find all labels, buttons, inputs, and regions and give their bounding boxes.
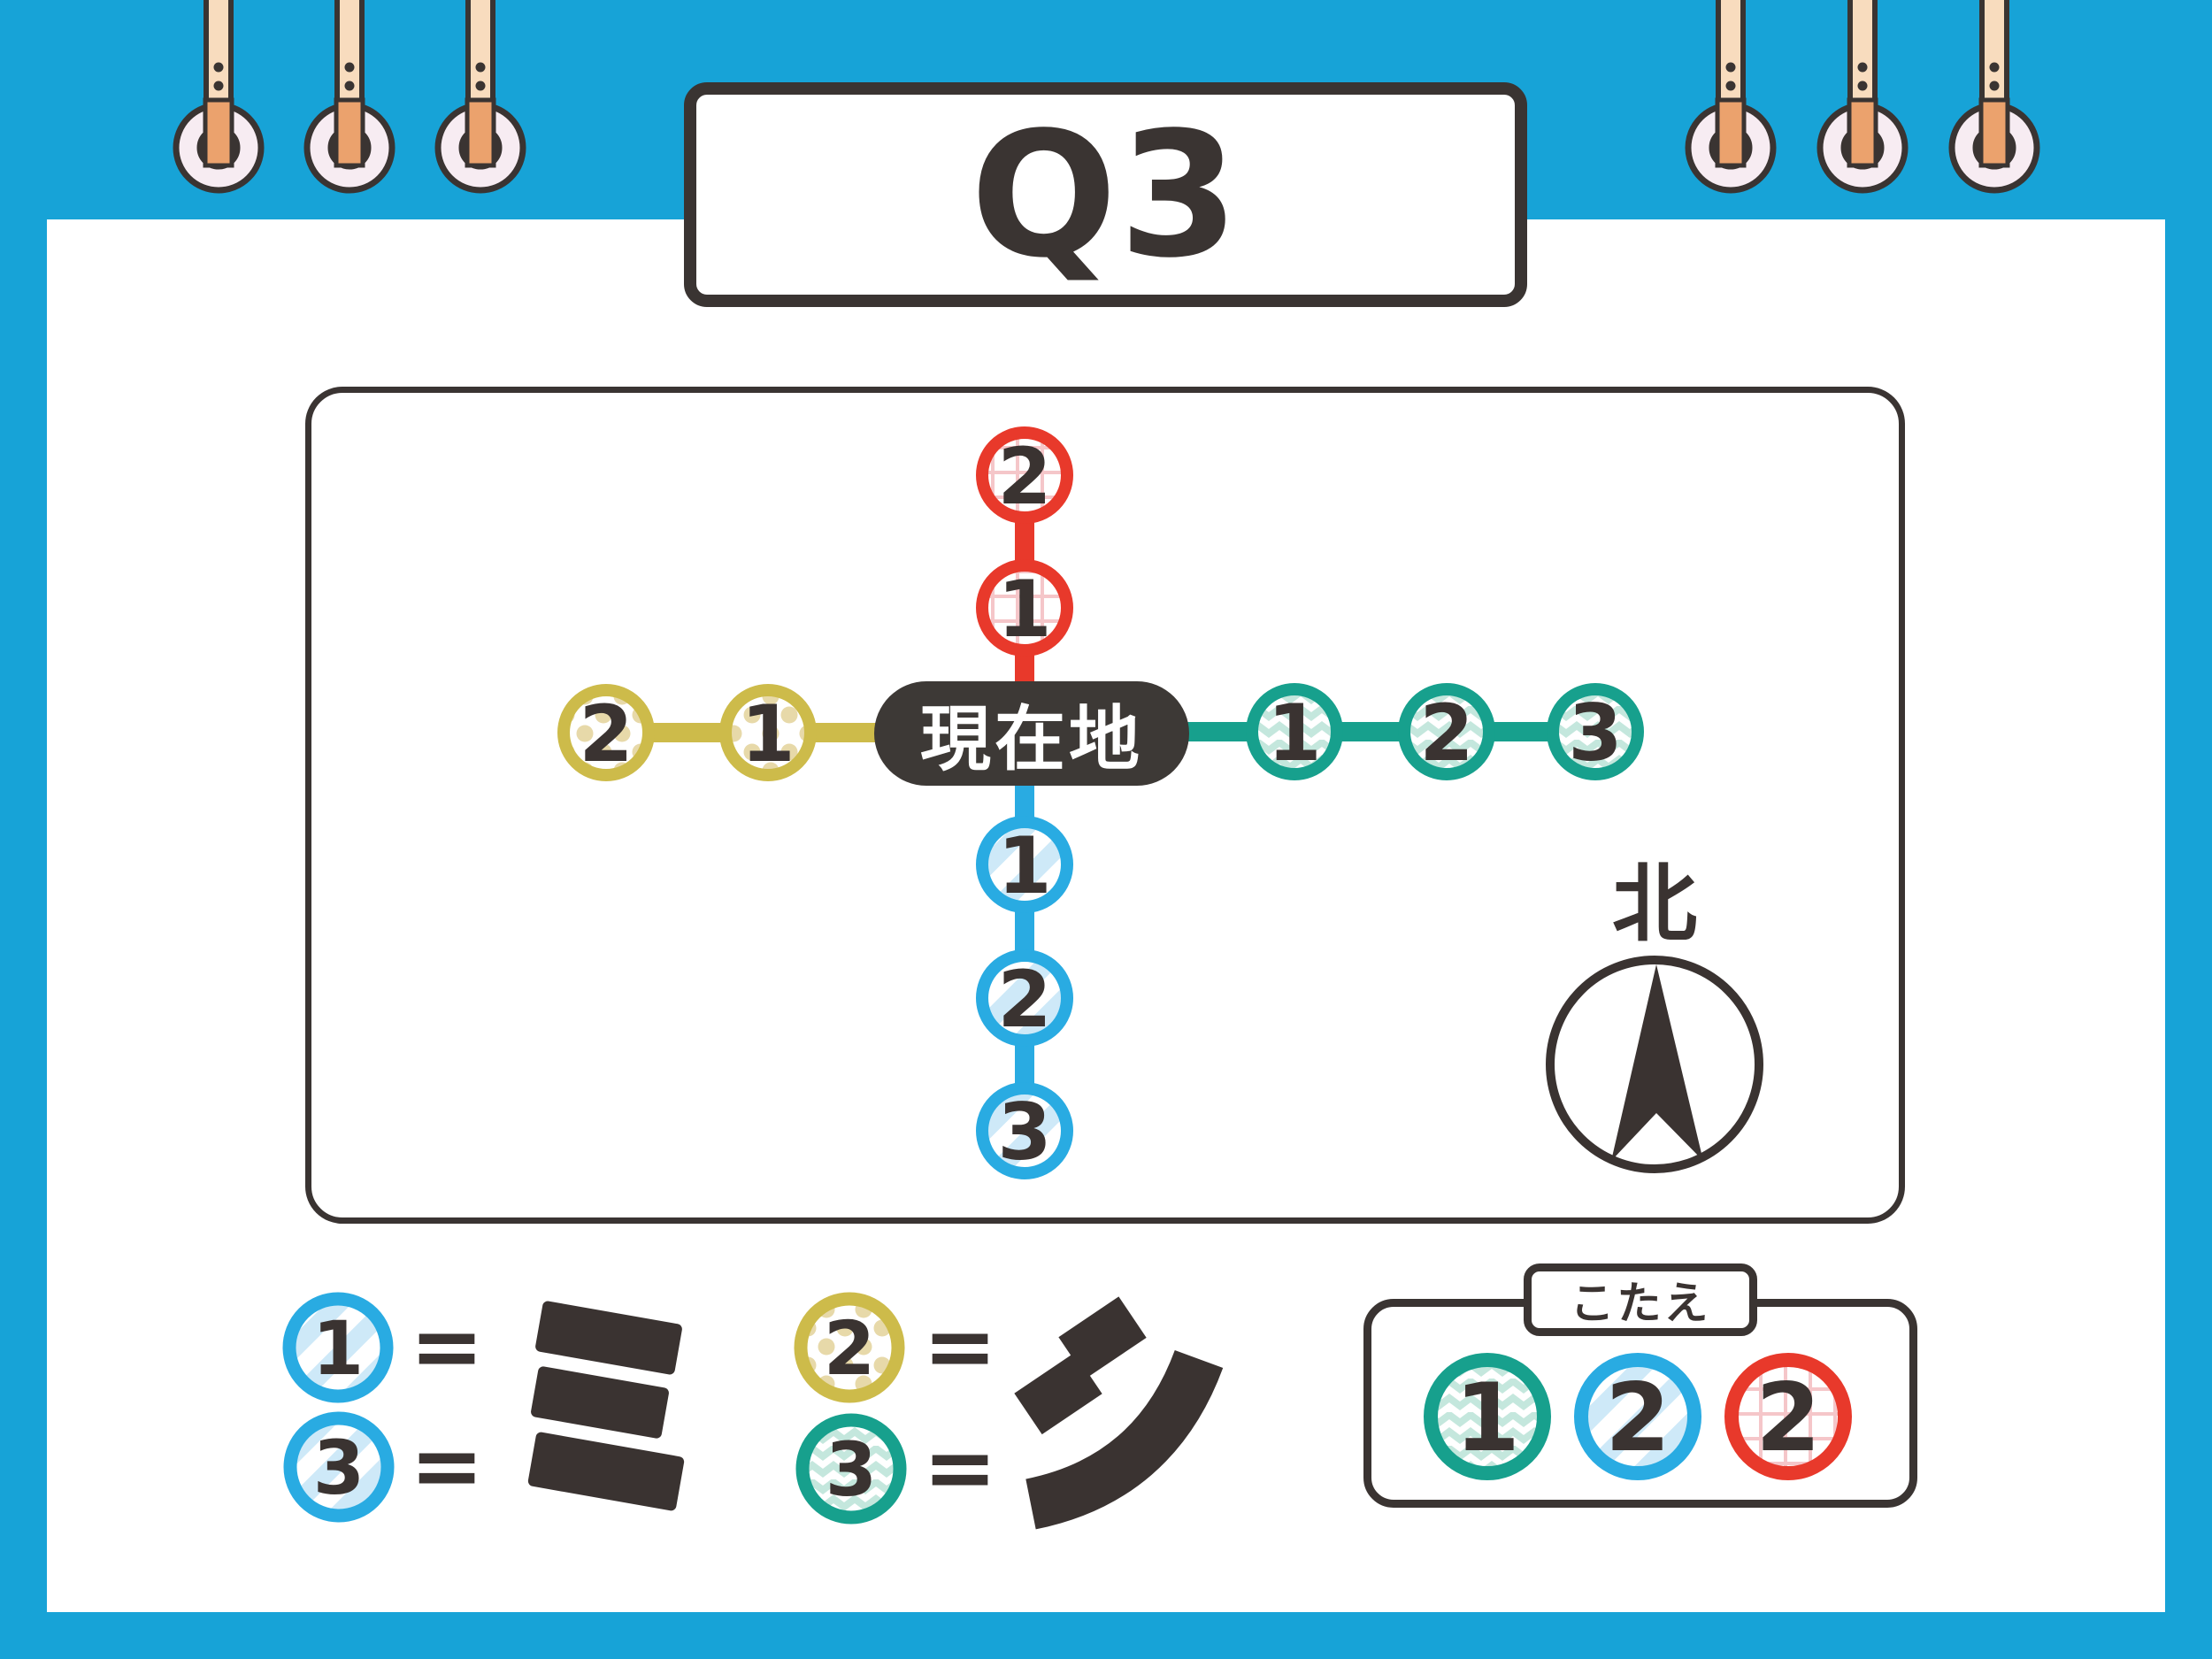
question-label: Q3 (970, 94, 1241, 296)
strap-ring-icon (1948, 0, 2040, 194)
answer-number: 1 (1455, 1363, 1520, 1472)
legend-number: 1 (312, 1305, 364, 1392)
station-circle-east-3 (1547, 683, 1644, 780)
station-circle-south-1 (976, 816, 1073, 913)
legend-circle-south-3 (283, 1411, 395, 1523)
current-location-pill: 現在地 (874, 681, 1189, 786)
station-circle-east-1 (1246, 683, 1343, 780)
question-box (684, 82, 1527, 307)
strap-ring-icon (434, 0, 526, 194)
strap-ring-icon (173, 0, 265, 194)
legend-circle-west-2 (794, 1292, 905, 1403)
answer-circle-east-1 (1424, 1353, 1551, 1480)
legend-number: 3 (313, 1425, 365, 1511)
equals-sign: = (923, 1294, 997, 1398)
answer-tab-label: こたえ (1570, 1278, 1711, 1329)
legend-number: 3 (826, 1426, 877, 1513)
answer-circle-north-2 (1724, 1353, 1852, 1480)
legend-group-1: 1 3 = = (282, 1292, 685, 1523)
compass-north-label: 北 (1612, 854, 1697, 954)
metro-map: 1 2 1 2 1 2 3 1 2 3 (557, 426, 1644, 1179)
station-circle-west-1 (719, 684, 817, 781)
station-number: 2 (1419, 687, 1473, 779)
station-number: 2 (579, 688, 633, 780)
current-location-label: 現在地 (920, 698, 1143, 780)
compass-icon (1546, 956, 1763, 1173)
station-circle-south-3 (976, 1082, 1073, 1179)
station-number: 1 (741, 688, 795, 780)
station-circle-west-2 (557, 684, 655, 781)
station-number: 1 (997, 820, 1051, 911)
station-number: 2 (997, 431, 1051, 522)
strap-ring-icon (1816, 0, 1909, 194)
compass-arrow (1611, 964, 1703, 1161)
katakana-mi-glyph (527, 1301, 685, 1511)
equals-sign: = (923, 1416, 997, 1519)
katakana-shi-glyph (1014, 1296, 1224, 1530)
legend-number: 2 (824, 1305, 875, 1392)
station-number: 1 (1267, 687, 1321, 779)
legend-circle-south-1 (282, 1292, 394, 1403)
answer-number: 2 (1605, 1363, 1671, 1472)
station-number: 1 (997, 564, 1051, 655)
legend-group-2: 2 3 = = (794, 1292, 1224, 1530)
answer-circle-south-2 (1574, 1353, 1701, 1480)
answer-number: 2 (1755, 1363, 1821, 1472)
answer-cells: 1 2 2 (1424, 1353, 1852, 1480)
station-circle-north-1 (976, 559, 1073, 657)
strap-ring-icon (1685, 0, 1777, 194)
station-circle-south-2 (976, 949, 1073, 1047)
strap-ring-icon (303, 0, 396, 194)
station-number: 3 (997, 1087, 1051, 1178)
station-number: 2 (997, 954, 1051, 1045)
answer-tab: こたえ (1524, 1263, 1757, 1336)
legend-circle-east-3 (795, 1413, 907, 1525)
station-circle-east-2 (1398, 683, 1495, 780)
station-circle-north-2 (976, 426, 1073, 524)
equals-sign: = (410, 1294, 484, 1398)
equals-sign: = (410, 1414, 484, 1517)
station-number: 3 (1568, 687, 1622, 779)
